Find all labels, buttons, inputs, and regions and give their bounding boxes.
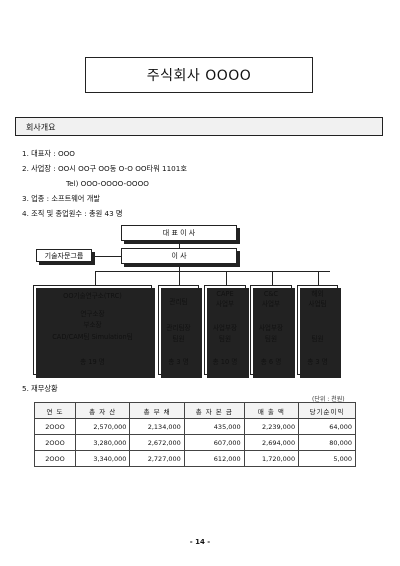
dept-cnc-name: C&C 사업부: [261, 290, 281, 308]
cell-liabilities: 2,727,000: [129, 450, 185, 467]
dept-cape-total: 총 10 명: [212, 358, 238, 366]
cell-year: 2OOO: [34, 450, 76, 467]
cell-net-income: 64,000: [298, 418, 356, 435]
cell-net-income: 5,000: [298, 450, 356, 467]
org-dept-admin: 관리팀 관리팀장 팀원 총 3 명: [158, 285, 199, 375]
org-advisory-box: 기술자문그룹: [36, 249, 92, 262]
dept-cnc-line-1: 사업부장: [258, 324, 284, 332]
info-address: 2. 사업장 : OO시 OO구 OO동 O-O OO타워 1101호: [22, 164, 187, 173]
dept-research-line-1: 연구소장: [80, 310, 105, 318]
dept-cape-line-2: 팀원: [218, 335, 232, 343]
finance-section-label: 5. 재무상황: [22, 384, 58, 393]
org-ceo-box: 대 표 이 사: [121, 225, 237, 241]
info-industry: 3. 업종 : 소프트웨어 개발: [22, 194, 100, 203]
dept-overseas-line-1: 팀원: [311, 335, 324, 343]
dept-cape-name: CAPE 사업부: [215, 290, 235, 308]
cell-assets: 3,340,000: [74, 450, 131, 467]
dept-admin-line-1: 관리팀장: [166, 324, 191, 332]
cell-liabilities: 2,134,000: [129, 418, 185, 435]
cell-sales: 2,239,000: [243, 418, 300, 435]
finance-header-capital: 총 자 본 금: [183, 402, 245, 419]
dept-research-total: 총 19 명: [80, 358, 105, 366]
table-row: 2OOO 3,340,000 2,727,000 612,000 1,720,0…: [34, 450, 356, 467]
info-representative: 1. 대표자 : OOO: [22, 149, 75, 158]
dept-cape-line-1: 사업부장: [212, 324, 238, 332]
dept-overseas-name: 해외 사업팀: [308, 290, 327, 308]
dept-research-line-2: 부소장: [83, 321, 102, 329]
cell-assets: 3,280,000: [74, 434, 131, 451]
company-title: 주식회사 OOOO: [146, 68, 252, 84]
info-tel: Tel) OOO-OOOO-OOOO: [66, 179, 149, 188]
dept-cnc-total: 총 6 명: [260, 358, 282, 366]
dept-admin-total: 총 3 명: [168, 358, 189, 366]
dept-admin-line-2: 팀원: [172, 335, 185, 343]
org-director-label: 이 사: [171, 252, 187, 260]
cell-assets: 2,570,000: [74, 418, 131, 435]
cell-year: 2OOO: [34, 418, 76, 435]
overview-section-header: 회사개요: [15, 117, 383, 136]
dept-overseas-total: 총 3 명: [307, 358, 328, 366]
overview-section-label: 회사개요: [26, 123, 56, 132]
org-director-box: 이 사: [121, 248, 237, 264]
cell-capital: 607,000: [183, 434, 245, 451]
org-advisory-label: 기술자문그룹: [44, 251, 84, 260]
table-row: 2OOO 2,570,000 2,134,000 435,000 2,239,0…: [34, 418, 356, 435]
org-ceo-label: 대 표 이 사: [162, 229, 196, 237]
finance-header-assets: 총 자 산: [74, 402, 131, 419]
finance-header-row: 연 도 총 자 산 총 부 채 총 자 본 금 매 출 액 당기순이익: [34, 402, 356, 419]
dept-cnc-line-2: 팀원: [264, 335, 278, 343]
org-dept-cape: CAPE 사업부 사업부장 팀원 총 10 명: [204, 285, 246, 375]
table-row: 2OOO 3,280,000 2,672,000 607,000 2,694,0…: [34, 434, 356, 451]
cell-liabilities: 2,672,000: [129, 434, 185, 451]
finance-unit-note: (단위 : 천원): [312, 396, 345, 403]
page-number: - 14 -: [189, 538, 211, 546]
dept-research-name: OO기술연구소(TRC): [63, 292, 122, 300]
cell-sales: 2,694,000: [243, 434, 300, 451]
dept-admin-name: 관리팀: [169, 298, 188, 306]
org-dept-research: OO기술연구소(TRC) 연구소장 부소장 CAD/CAM팀 Simulatio…: [33, 285, 152, 375]
cell-year: 2OOO: [34, 434, 76, 451]
cell-net-income: 80,000: [298, 434, 356, 451]
finance-table: 연 도 총 자 산 총 부 채 총 자 본 금 매 출 액 당기순이익 2OOO…: [34, 402, 356, 467]
cell-sales: 1,720,000: [243, 450, 300, 467]
finance-header-sales: 매 출 액: [243, 402, 300, 419]
org-dept-overseas: 해외 사업팀 팀원 총 3 명: [297, 285, 338, 375]
cell-capital: 435,000: [183, 418, 245, 435]
dept-research-line-3: CAD/CAM팀 Simulation팀: [52, 333, 133, 341]
finance-header-net-income: 당기순이익: [298, 402, 356, 419]
info-employees: 4. 조직 및 종업원수 : 총원 43 명: [22, 209, 123, 218]
cell-capital: 612,000: [183, 450, 245, 467]
company-title-box: 주식회사 OOOO: [85, 57, 313, 93]
org-dept-cnc: C&C 사업부 사업부장 팀원 총 6 명: [250, 285, 292, 375]
finance-header-liabilities: 총 부 채: [129, 402, 185, 419]
finance-header-year: 연 도: [34, 402, 76, 419]
